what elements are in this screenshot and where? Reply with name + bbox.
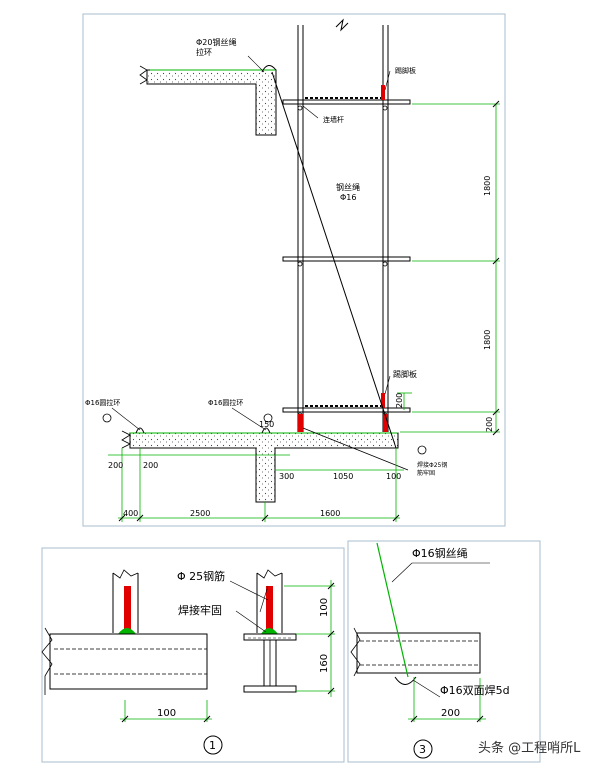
- detail3-dim-200: 200: [441, 708, 460, 719]
- lower-slab: [121, 430, 399, 503]
- dim-400: 400: [123, 509, 138, 518]
- scaffold-poles: [297, 25, 389, 432]
- detail1-leader-weld: [235, 610, 267, 633]
- mid-ring-hook: [261, 427, 271, 434]
- label-left-ring: Φ16圆拉环: [85, 398, 120, 407]
- dim-1050: 1050: [333, 472, 353, 481]
- dim-lines-bottom: [108, 448, 404, 522]
- dim-lines-right: [397, 103, 500, 433]
- detail1-dim-100-right: 100: [319, 598, 330, 617]
- dim-300: 300: [279, 472, 294, 481]
- label-weld-note: 焊接Φ25钢筋牢固: [417, 461, 447, 477]
- tie-rope: [302, 427, 409, 471]
- detail1-leader-rebar: [229, 580, 269, 601]
- detail3-drawing: [350, 542, 490, 723]
- label-toe-board-bottom: 踢脚板: [393, 369, 417, 379]
- watermark: 头条 @工程哨所L: [478, 740, 581, 756]
- dim-1600: 1600: [320, 509, 340, 518]
- dim-2500: 2500: [190, 509, 210, 518]
- leader-lines: [111, 55, 391, 431]
- left-ring-hook: [135, 427, 145, 434]
- upper-slab: [139, 65, 277, 136]
- dim-ticks-bottom: [118, 514, 400, 522]
- steel-wire-rope: [271, 71, 397, 449]
- detail1-left-view: [41, 569, 212, 723]
- detail3-number-circle: [413, 739, 433, 759]
- dim-1800-lower: 1800: [483, 330, 492, 350]
- dim-150: 150: [259, 420, 274, 429]
- upper-rope-ring: [261, 65, 277, 73]
- dim-200-left1: 200: [108, 461, 123, 470]
- detail3-label-rope: Φ16钢丝绳: [412, 546, 468, 560]
- label-toe-board-top: 踢脚板: [395, 66, 416, 75]
- detail3-number: 3: [419, 743, 426, 756]
- detail1-number: 1: [209, 739, 216, 752]
- label-tie-bar: 连墙杆: [323, 115, 344, 124]
- detail1-number-circle: [203, 735, 223, 755]
- dim-200-b: 200: [485, 417, 494, 432]
- toe-board-bottom: [381, 393, 385, 408]
- section-markers: [102, 413, 427, 455]
- dim-ticks-right: [492, 100, 500, 436]
- detail3-label-weld: Φ16双面焊5d: [440, 683, 510, 697]
- break-mark: [335, 18, 349, 32]
- dim-100-small: 100: [386, 472, 401, 481]
- dim-200-left2: 200: [143, 461, 158, 470]
- detail1-dim-160-right: 160: [319, 654, 330, 673]
- detail1-dim-100-bottom: 100: [157, 708, 176, 719]
- detail3-frame: [347, 540, 541, 763]
- dim-1800-upper: 1800: [483, 176, 492, 196]
- label-mid-ring: Φ16圆拉环: [208, 398, 243, 407]
- label-rope-ring: Φ20钢丝绳拉环: [196, 37, 236, 57]
- detail1-right-view: [243, 569, 335, 697]
- detail1-frame: [41, 547, 345, 763]
- toe-board-top: [381, 85, 385, 100]
- detail1-label-rebar: Φ 25钢筋: [177, 569, 225, 583]
- main-frame: [82, 13, 506, 527]
- pole-base-right: [383, 414, 388, 432]
- pole-base-left: [298, 414, 303, 432]
- detail1-label-weld: 焊接牢固: [178, 603, 222, 617]
- dim-200-a: 200: [395, 393, 404, 408]
- scaffold-ledgers: [282, 99, 411, 413]
